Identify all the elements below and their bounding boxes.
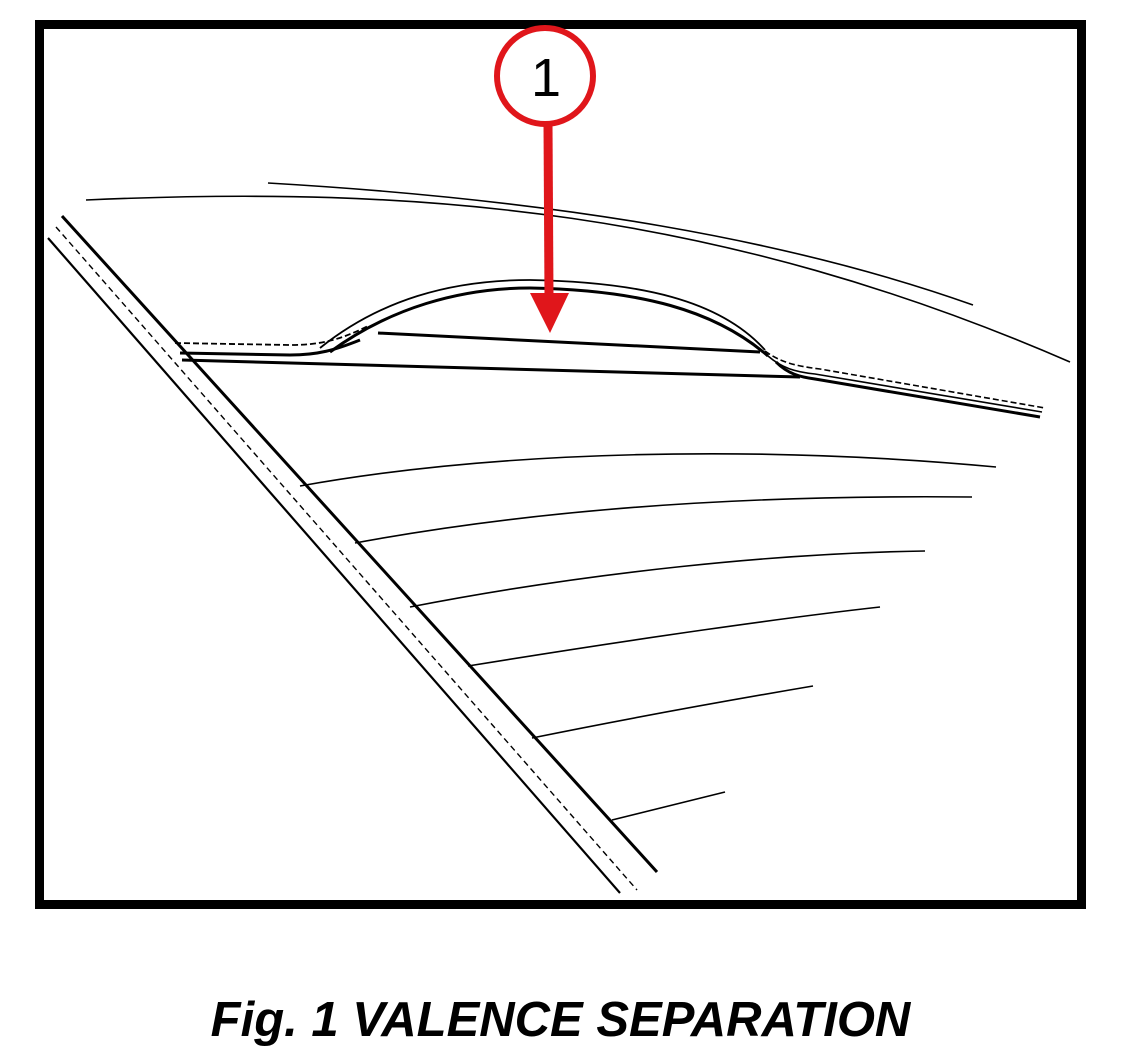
callout-circle [494,25,596,127]
callout-arrow-head [530,293,569,333]
pillar-edge-outer [47,237,621,894]
callout-1: 1 [494,25,596,333]
valence-strip-left-top [174,325,369,346]
roofline-curve-inner [267,182,974,306]
glass-line-1 [299,453,997,487]
valence-strip-right-bottom [774,360,1041,419]
callout-arrow-shaft [543,123,554,299]
valence-strip-right-dashed [764,350,1046,409]
valence-strip-right-mid [767,355,1043,413]
glass-line-3 [409,550,926,608]
glass-line-4 [467,606,881,667]
diagram-frame [35,20,1086,909]
valence-bulge-outer [319,279,766,351]
glass-line-5 [531,685,814,739]
figure-caption: Fig. 1 VALENCE SEPARATION [210,993,911,1047]
callout-number: 1 [531,48,561,108]
valence-base-line [181,358,801,379]
bulge-base-line [377,331,761,354]
pillar-edge-inner [60,214,659,874]
glass-line-2 [354,495,973,544]
pillar-edge-dashed [55,226,638,891]
valence-strip-left-bottom [179,338,361,357]
valence-bulge-inner [329,286,769,358]
roofline-curve-outer [85,195,1071,363]
glass-line-6 [611,791,726,821]
window-glass-lines [47,182,1071,894]
